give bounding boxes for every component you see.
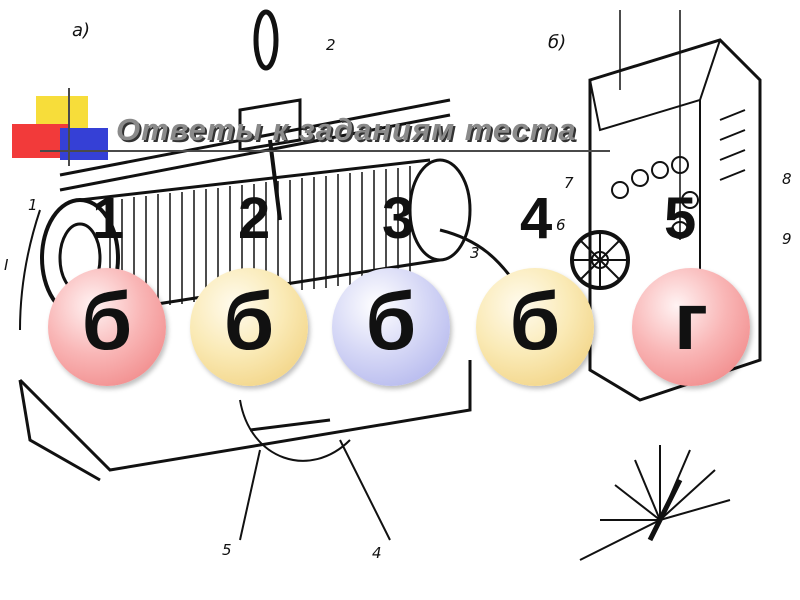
answer-ball-3: б (332, 268, 450, 386)
answer-ball-2: б (190, 268, 308, 386)
question-number-3: 3 (382, 186, 415, 251)
svg-text:3: 3 (470, 244, 480, 262)
svg-text:1: 1 (28, 196, 38, 214)
svg-text:4: 4 (372, 544, 382, 562)
answer-ball-4: б (476, 268, 594, 386)
decor-vertical-line (68, 88, 70, 166)
answer-letter-3: б (365, 276, 417, 367)
label-b: б) (548, 32, 566, 53)
answer-ball-1: б (48, 268, 166, 386)
label-a: а) (72, 20, 90, 41)
question-number-1: 1 (92, 186, 125, 251)
decor-horizontal-line (40, 150, 610, 152)
slide-title: Ответы к заданиям теста (116, 112, 577, 147)
question-number-5: 5 (664, 186, 697, 251)
answer-ball-5: г (632, 268, 750, 386)
svg-text:9: 9 (782, 230, 792, 248)
answer-letter-2: б (223, 276, 275, 367)
svg-text:5: 5 (222, 541, 232, 559)
answer-letter-5: г (673, 276, 709, 367)
svg-text:7: 7 (564, 174, 574, 192)
svg-text:2: 2 (326, 36, 336, 54)
question-number-4: 4 (520, 186, 553, 251)
question-number-2: 2 (238, 186, 271, 251)
answer-letter-4: б (509, 276, 561, 367)
svg-text:6: 6 (556, 216, 566, 234)
svg-text:8: 8 (782, 170, 792, 188)
svg-text:I: I (4, 256, 9, 274)
answer-letter-1: б (81, 276, 133, 367)
